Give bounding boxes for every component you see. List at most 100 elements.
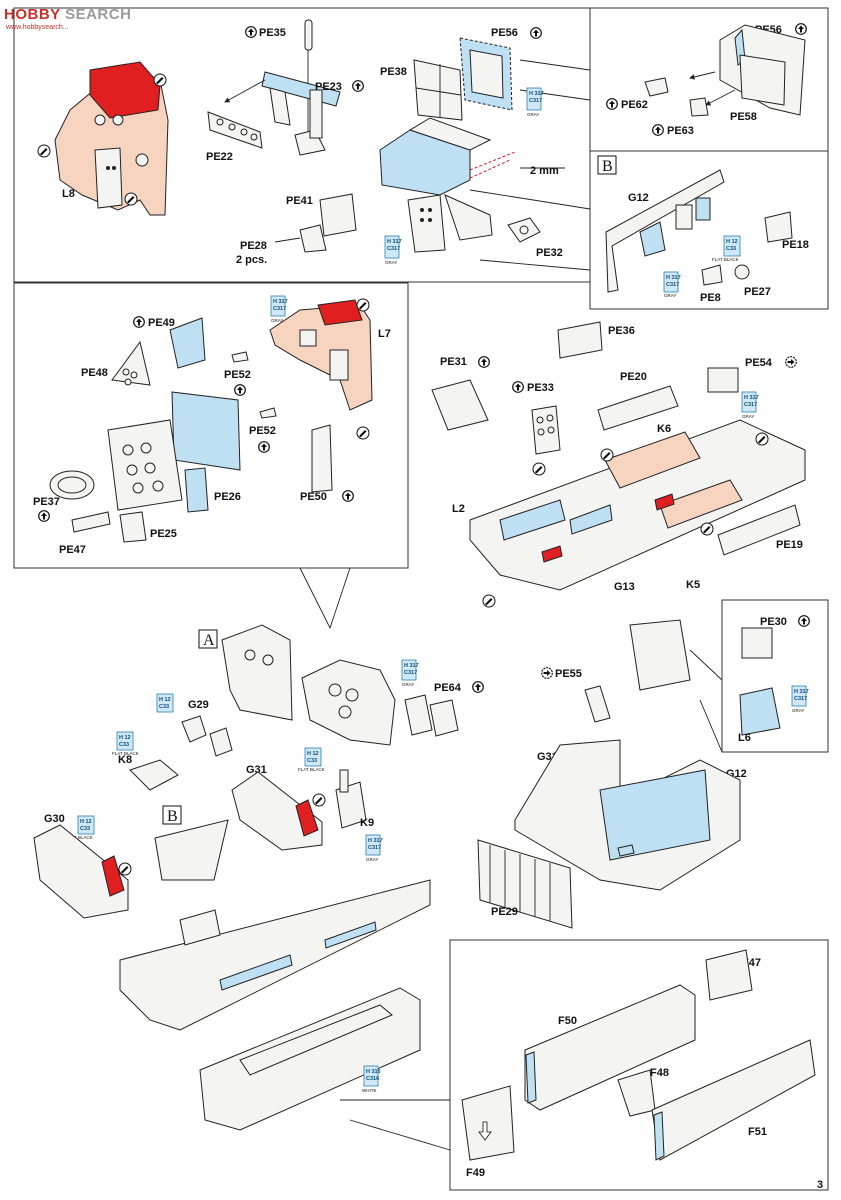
label-pe50: PE50 bbox=[300, 491, 327, 503]
paint-tag-black: H 12 C33 FLAT BLACK bbox=[112, 731, 139, 756]
label-k9: K9 bbox=[360, 817, 374, 829]
label-pe55: PE55 bbox=[555, 668, 582, 680]
label-pe62: PE62 bbox=[621, 99, 648, 111]
part-f50 bbox=[524, 984, 696, 1111]
part-g29 bbox=[181, 715, 233, 757]
etch-direction-icon bbox=[133, 316, 145, 328]
part-a-panel-left bbox=[221, 624, 293, 721]
svg-text:GRAY: GRAY bbox=[366, 857, 378, 862]
label-pe54: PE54 bbox=[745, 357, 773, 369]
glue-pen-icon bbox=[153, 73, 167, 87]
svg-text:H 316: H 316 bbox=[366, 1069, 381, 1075]
part-pe64 bbox=[404, 694, 459, 737]
part-a-panel-right bbox=[301, 659, 396, 746]
paint-tag-gray: H 317 C317 GRAY bbox=[401, 659, 419, 687]
label-pe29: PE29 bbox=[491, 906, 518, 918]
part-pe22 bbox=[207, 87, 291, 149]
part-pe30 bbox=[741, 627, 773, 659]
paint-tag-black: H 12 C33 bbox=[156, 693, 174, 713]
label-l2: L2 bbox=[452, 503, 465, 515]
label-pe41: PE41 bbox=[286, 195, 313, 207]
label-f51: F51 bbox=[748, 1126, 767, 1138]
part-instrument-coaming bbox=[379, 117, 493, 253]
label-pe28: PE28 bbox=[240, 240, 267, 252]
label-pe35: PE35 bbox=[259, 27, 286, 39]
etch-direction-icon bbox=[798, 615, 810, 627]
etch-direction-icon bbox=[652, 124, 664, 136]
paint-tag-black: H 12 C33 FLAT BLACK bbox=[66, 815, 95, 840]
svg-text:H 12: H 12 bbox=[159, 697, 171, 703]
svg-text:WHITE: WHITE bbox=[362, 1088, 377, 1093]
svg-text:GRAY: GRAY bbox=[792, 708, 804, 713]
paint-tag-gray: H 317 C317 GRAY bbox=[384, 235, 402, 265]
part-pe56-top bbox=[459, 37, 513, 111]
part-k8 bbox=[129, 759, 179, 791]
svg-text:C317: C317 bbox=[794, 696, 807, 702]
part-pe26 bbox=[171, 391, 241, 513]
part-f48 bbox=[617, 1069, 656, 1117]
svg-text:C33: C33 bbox=[159, 704, 169, 710]
label-pe48: PE48 bbox=[81, 367, 108, 379]
label-pe19: PE19 bbox=[776, 539, 803, 551]
watermark-logo: HOBBY SEARCH www.hobbysearch... bbox=[2, 2, 162, 31]
label-pe64: PE64 bbox=[434, 682, 462, 694]
inset-f51-frame bbox=[449, 939, 829, 1191]
part-pe18 bbox=[764, 211, 793, 243]
svg-text:C317: C317 bbox=[368, 845, 381, 851]
dashed-etch-icon bbox=[785, 356, 797, 368]
etch-direction-icon bbox=[472, 681, 484, 693]
glue-pen-icon bbox=[312, 793, 326, 807]
svg-text:C317: C317 bbox=[404, 670, 417, 676]
svg-text:GRAY: GRAY bbox=[385, 260, 397, 265]
label-f48: F48 bbox=[650, 1067, 669, 1079]
label-f50: F50 bbox=[558, 1015, 577, 1027]
label-f49: F49 bbox=[466, 1167, 485, 1179]
part-g31 bbox=[231, 771, 323, 851]
svg-text:C317: C317 bbox=[666, 282, 679, 288]
svg-text:FLAT BLACK: FLAT BLACK bbox=[298, 767, 325, 772]
svg-text:C33: C33 bbox=[80, 826, 90, 832]
glue-pen-icon bbox=[118, 862, 132, 876]
svg-text:GRAY: GRAY bbox=[271, 318, 283, 323]
label-pe26: PE26 bbox=[214, 491, 241, 503]
svg-text:H 317: H 317 bbox=[368, 838, 383, 844]
label-l7: L7 bbox=[378, 328, 391, 340]
section-b-letter-lower: B bbox=[167, 808, 178, 825]
inset-l7-frame bbox=[13, 282, 409, 569]
label-pe52-top: PE52 bbox=[224, 369, 251, 381]
paint-tag-gray: H 317 C317 GRAY bbox=[365, 834, 383, 862]
paint-tag-gray: H 317 C317 GRAY bbox=[663, 271, 681, 298]
section-b-box bbox=[597, 155, 617, 175]
glue-pen-icon bbox=[600, 448, 614, 462]
part-k9 bbox=[335, 769, 367, 829]
label-pe31: PE31 bbox=[440, 356, 467, 368]
label-g13: G13 bbox=[614, 581, 635, 593]
part-pe33 bbox=[531, 405, 561, 455]
label-pe49: PE49 bbox=[148, 317, 175, 329]
part-lower-tub bbox=[199, 987, 421, 1131]
svg-text:H 317: H 317 bbox=[404, 663, 419, 669]
svg-text:H 317: H 317 bbox=[794, 689, 809, 695]
label-pe58: PE58 bbox=[730, 111, 757, 123]
part-pe50 bbox=[311, 424, 333, 493]
part-pe37 bbox=[49, 470, 95, 500]
etch-direction-icon bbox=[258, 441, 270, 453]
etch-direction-icon bbox=[342, 490, 354, 502]
label-pe22: PE22 bbox=[206, 151, 233, 163]
part-pe20 bbox=[597, 385, 679, 431]
svg-text:GRAY: GRAY bbox=[664, 293, 676, 298]
part-pe38 bbox=[413, 59, 463, 121]
svg-text:C33: C33 bbox=[726, 246, 736, 252]
inset-b-frame bbox=[589, 150, 829, 310]
part-pe52-top bbox=[231, 351, 249, 363]
etch-direction-icon bbox=[512, 381, 524, 393]
section-a-letter: A bbox=[203, 632, 215, 649]
label-pe20: PE20 bbox=[620, 371, 647, 383]
part-b-plate bbox=[154, 819, 229, 881]
label-pe36: PE36 bbox=[608, 325, 635, 337]
section-a-box bbox=[198, 629, 218, 649]
part-pe52-bottom bbox=[259, 407, 277, 419]
label-l8: L8 bbox=[62, 188, 75, 200]
svg-text:C317: C317 bbox=[529, 98, 542, 104]
